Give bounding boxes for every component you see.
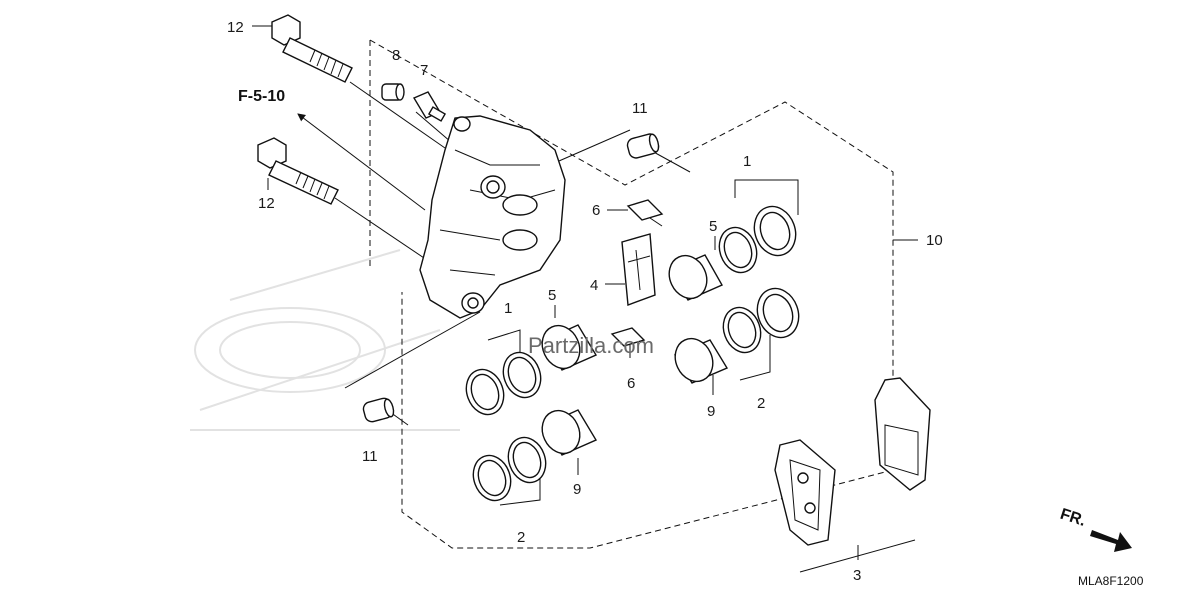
- callout-4: 4: [590, 277, 598, 294]
- bleeder-screw: [412, 91, 447, 122]
- brake-pad-rear: [774, 439, 836, 546]
- left-seals-upper: [465, 351, 542, 416]
- pad-spring: [621, 233, 656, 306]
- brake-pad-front: [874, 377, 931, 491]
- lower-bolt: [257, 137, 339, 205]
- callout-1-left: 1: [504, 300, 512, 317]
- callout-numbers: 1 1 2 2 3 4 5 5 6 6 7 8 9 9 10 11 11 12 …: [227, 19, 943, 584]
- left-piston-upper: [541, 324, 598, 371]
- callout-11-lower: 11: [362, 448, 378, 465]
- watermark: Partzilla.com: [528, 333, 654, 358]
- callout-9-left: 9: [573, 481, 581, 498]
- right-piston-lower: [673, 337, 729, 384]
- diagram-code: MLA8F1200: [1078, 574, 1144, 588]
- reference-label: F-5-10: [238, 88, 285, 105]
- callout-10: 10: [926, 232, 943, 249]
- callout-6-lower: 6: [627, 375, 635, 392]
- callout-3: 3: [853, 567, 861, 584]
- bleeder-cap: [381, 83, 405, 101]
- callout-11-upper: 11: [632, 100, 648, 117]
- upper-boot: [626, 133, 660, 159]
- caliper-body: [419, 115, 566, 319]
- left-seals-lower: [472, 436, 547, 502]
- leader-lines: [252, 25, 918, 573]
- callout-7: 7: [420, 62, 428, 79]
- callout-2-left: 2: [517, 529, 525, 546]
- callout-5-left: 5: [548, 287, 556, 304]
- background-ghost-graphic: [190, 249, 460, 431]
- callout-8: 8: [392, 47, 400, 64]
- callout-9-right: 9: [707, 403, 715, 420]
- upper-bolt: [271, 14, 353, 83]
- lower-boot: [362, 397, 395, 423]
- callout-2-right: 2: [757, 395, 765, 412]
- callout-12-upper: 12: [227, 19, 244, 36]
- right-seals-upper: [718, 205, 797, 274]
- lower-retainer: [610, 327, 646, 347]
- front-label: FR.: [1058, 506, 1088, 530]
- right-seals-lower: [722, 287, 800, 354]
- left-piston-lower: [541, 409, 598, 456]
- callout-12-lower: 12: [258, 195, 275, 212]
- front-arrow: [1090, 530, 1132, 552]
- callout-6-upper: 6: [592, 202, 600, 219]
- callout-1-right: 1: [743, 153, 751, 170]
- upper-retainer: [626, 199, 664, 227]
- callout-5-right: 5: [709, 218, 717, 235]
- right-piston-upper: [668, 254, 723, 301]
